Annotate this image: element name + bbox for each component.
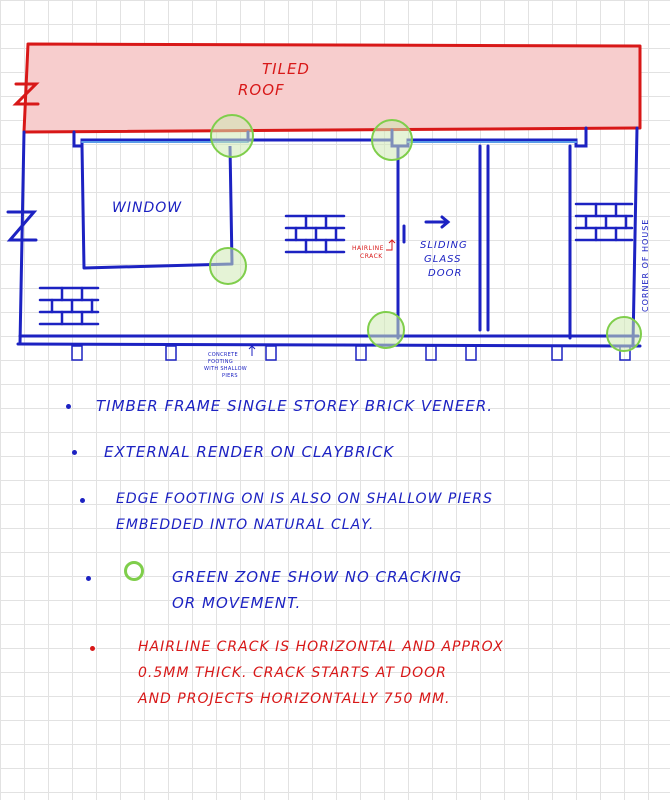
note-4-line-1: GREEN ZONE SHOW NO CRACKING [172, 568, 463, 586]
door-label-line1: SLIDING [420, 240, 468, 251]
height-break-symbol-roof [12, 82, 40, 106]
footing-label-line2: FOOTING [208, 359, 233, 365]
note-1: TIMBER FRAME SINGLE STOREY BRICK VENEER. [96, 394, 493, 418]
note-1-line-1: TIMBER FRAME SINGLE STOREY BRICK VENEER. [96, 397, 494, 415]
note-4: GREEN ZONE SHOW NO CRACKING OR MOVEMENT. [172, 564, 462, 616]
roof [22, 42, 642, 134]
green-zone-legend-icon [124, 561, 144, 581]
bullet-4 [86, 576, 91, 581]
house-elevation-diagram: TILED ROOF WINDOW SLIDING GLASS DOOR HAI… [6, 42, 650, 379]
brick-symbol-left [38, 286, 100, 326]
note-3-line-2: EMBEDDED INTO NATURAL CLAY. [116, 517, 375, 533]
edge-footing [16, 334, 642, 348]
note-5: HAIRLINE CRACK IS HORIZONTAL AND APPROX … [138, 634, 504, 712]
note-5-line-1: HAIRLINE CRACK IS HORIZONTAL AND APPROX [138, 639, 504, 655]
note-5-line-2: 0.5mm THICK. CRACK STARTS AT DOOR [138, 665, 447, 681]
green-zone-eave-door [371, 119, 413, 161]
note-2-line-1: EXTERNAL RENDER ON CLAYBRICK [104, 443, 395, 461]
crack-pointer-arrow [386, 239, 396, 251]
window [80, 145, 234, 270]
brick-symbol-right [574, 202, 634, 242]
bullet-1 [66, 404, 71, 409]
footing-pointer-arrow [248, 345, 256, 356]
green-zone-door-base [367, 311, 405, 349]
bullet-3 [80, 498, 85, 503]
note-2: EXTERNAL RENDER ON CLAYBRICK [104, 440, 394, 464]
note-3: EDGE FOOTING ON IS ALSO ON SHALLOW PIERS… [116, 486, 493, 538]
note-4-line-2: OR MOVEMENT. [172, 594, 302, 612]
footing-label-line1: CONCRETE [208, 352, 238, 358]
brick-symbol-middle [284, 214, 346, 254]
shallow-piers [71, 345, 631, 361]
window-label: WINDOW [112, 200, 182, 216]
footing-label-line4: PIERS [222, 373, 238, 379]
wall-outline [18, 126, 639, 346]
green-zone-corner-base [606, 316, 642, 352]
note-3-line-1: EDGE FOOTING ON IS ALSO ON SHALLOW PIERS [116, 491, 493, 507]
bullet-5 [90, 646, 95, 651]
roof-label-line1: TILED [262, 60, 310, 78]
roof-label-line2: ROOF [238, 81, 285, 99]
note-5-line-3: AND PROJECTS HORIZONTALLY 750 MM. [138, 691, 451, 707]
green-zones [209, 114, 642, 352]
crack-label-line2: CRACK [360, 253, 383, 260]
green-zone-window-corner [209, 247, 247, 285]
door-label-line3: DOOR [428, 268, 462, 279]
bullet-2 [72, 450, 77, 455]
crack-label-line1: HAIRLINE [352, 245, 384, 252]
footing-label-line3: WITH SHALLOW [204, 366, 247, 372]
door-label-line2: GLASS [424, 254, 462, 265]
sliding-glass-door [396, 144, 572, 340]
corner-label: CORNER OF HOUSE [641, 219, 650, 312]
green-zone-eave-left [210, 114, 254, 158]
